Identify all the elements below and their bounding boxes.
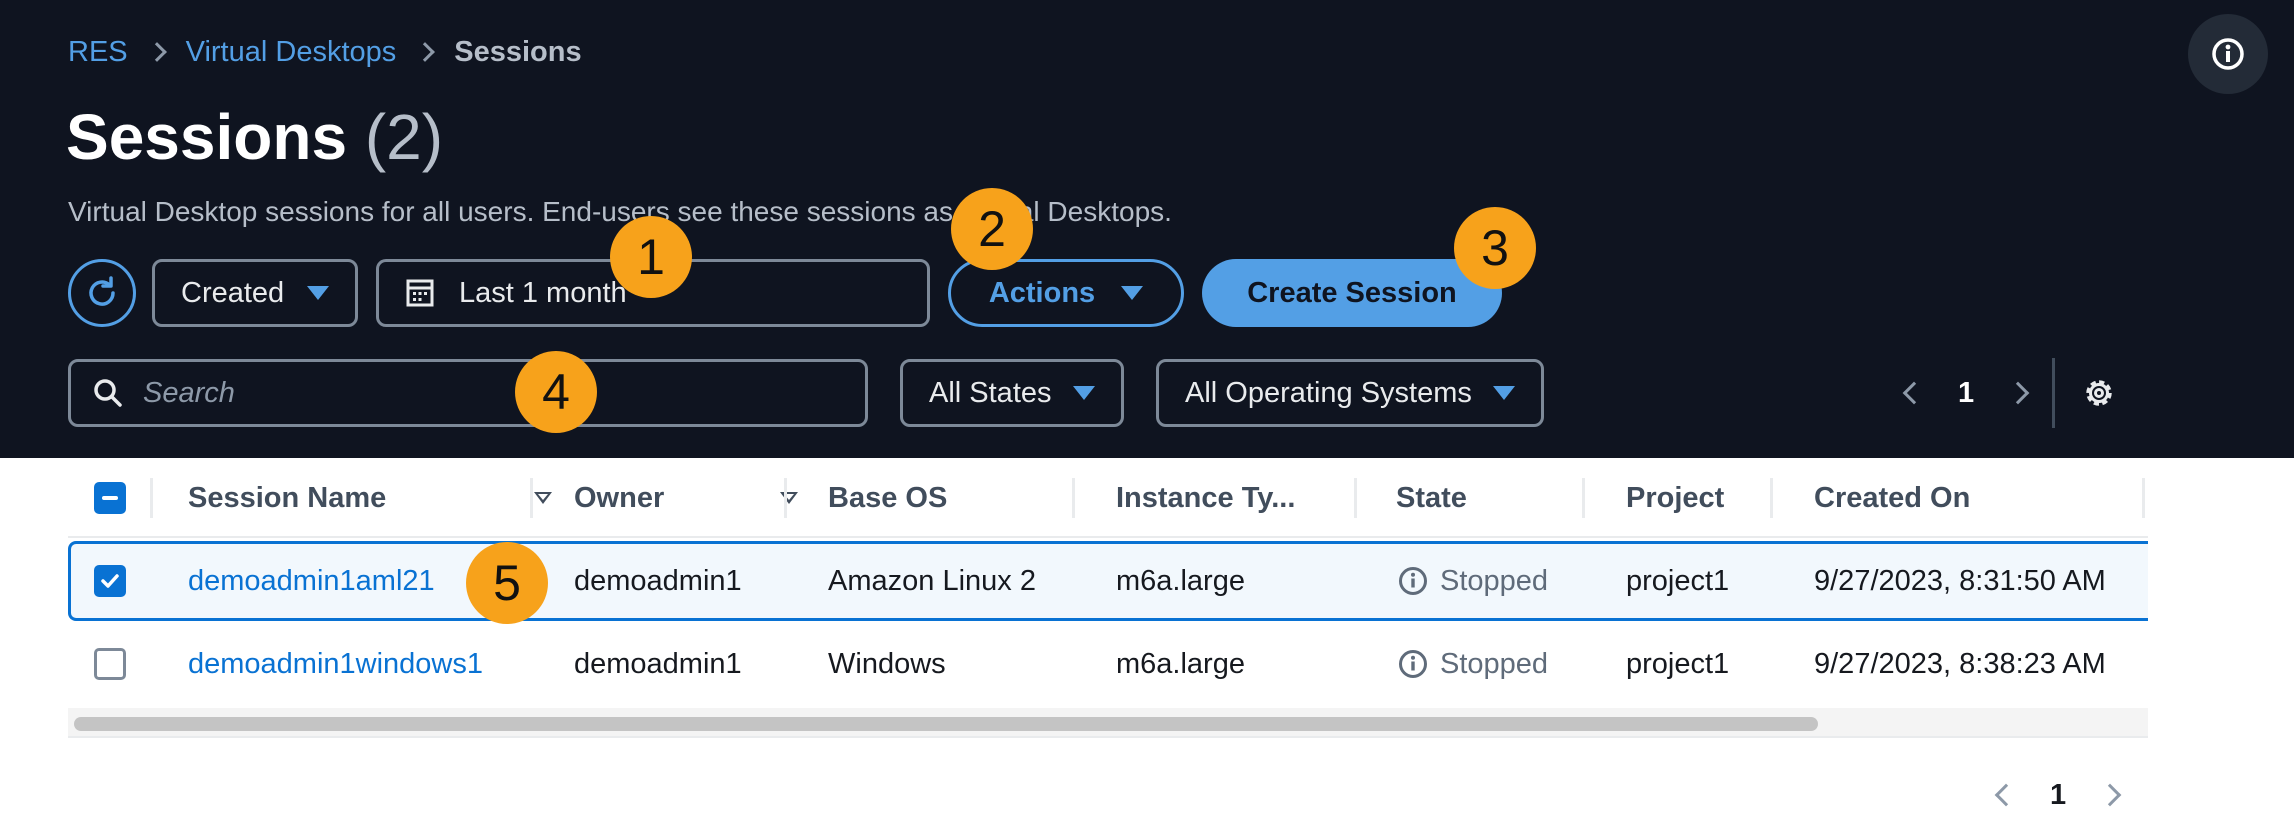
session-count: (2) bbox=[364, 101, 444, 173]
header-state[interactable]: State bbox=[1396, 481, 1467, 514]
header-owner-label: Owner bbox=[574, 481, 665, 514]
project-cell: project1 bbox=[1626, 564, 1730, 597]
row-checkbox[interactable] bbox=[94, 565, 126, 597]
pagination-divider bbox=[2052, 358, 2056, 428]
column-separator bbox=[1354, 478, 1357, 518]
callout-badge-5: 5 bbox=[466, 542, 548, 624]
column-separator bbox=[1072, 478, 1075, 518]
actions-dropdown-button[interactable]: Actions bbox=[948, 259, 1184, 327]
sort-caret-icon[interactable] bbox=[534, 492, 552, 504]
page-title-text: Sessions bbox=[66, 101, 348, 173]
chevron-right-icon bbox=[415, 42, 436, 62]
owner-cell: demoadmin1 bbox=[574, 564, 742, 597]
session-name-link[interactable]: demoadmin1aml21 bbox=[188, 564, 435, 597]
chevron-right-icon bbox=[146, 42, 167, 62]
checkbox-indeterminate-mark bbox=[102, 496, 118, 500]
os-filter-value: All Operating Systems bbox=[1185, 376, 1472, 409]
column-separator bbox=[784, 478, 787, 518]
row-checkbox[interactable] bbox=[94, 648, 126, 680]
sort-by-value: Created bbox=[181, 276, 285, 309]
state-label: Stopped bbox=[1440, 647, 1549, 680]
search-input[interactable]: Search bbox=[68, 359, 868, 427]
bottom-pagination: 1 bbox=[1994, 762, 2122, 828]
instance-type-cell: m6a.large bbox=[1116, 647, 1245, 680]
chevron-left-icon[interactable] bbox=[1994, 783, 2018, 807]
callout-badge-1: 1 bbox=[610, 216, 692, 298]
chevron-right-icon[interactable] bbox=[2098, 783, 2122, 807]
created-on-cell: 9/27/2023, 8:31:50 AM bbox=[1814, 564, 2106, 597]
column-separator bbox=[2142, 478, 2145, 518]
state-filter-select[interactable]: All States bbox=[900, 359, 1124, 427]
row-divider bbox=[68, 536, 2148, 538]
caret-down-icon bbox=[1493, 386, 1515, 400]
checkmark-icon bbox=[101, 574, 119, 588]
state-cell: Stopped bbox=[1398, 624, 1548, 704]
state-label: Stopped bbox=[1440, 564, 1549, 597]
project-cell: project1 bbox=[1626, 647, 1730, 680]
breadcrumb: RES Virtual Desktops Sessions bbox=[68, 32, 582, 72]
session-name-link[interactable]: demoadmin1windows1 bbox=[188, 647, 483, 680]
settings-gear-icon[interactable] bbox=[2081, 375, 2117, 411]
chevron-right-icon[interactable] bbox=[2006, 381, 2030, 405]
page-number[interactable]: 1 bbox=[2050, 778, 2067, 811]
status-info-icon bbox=[1399, 567, 1427, 595]
header-project[interactable]: Project bbox=[1626, 481, 1725, 514]
state-filter-value: All States bbox=[929, 376, 1052, 409]
header-session-name[interactable]: Session Name bbox=[188, 460, 580, 536]
actions-label: Actions bbox=[988, 276, 1096, 309]
info-icon bbox=[2212, 38, 2244, 70]
header-created-on[interactable]: Created On bbox=[1814, 481, 1971, 514]
date-range-value: Last 1 month bbox=[459, 276, 627, 309]
chevron-left-icon[interactable] bbox=[1902, 381, 1926, 405]
column-separator bbox=[150, 478, 153, 518]
column-separator bbox=[1770, 478, 1773, 518]
header-owner[interactable]: Owner bbox=[574, 460, 826, 536]
refresh-icon bbox=[89, 276, 115, 306]
horizontal-scrollbar[interactable] bbox=[68, 708, 2148, 738]
created-on-cell: 9/27/2023, 8:38:23 AM bbox=[1814, 647, 2106, 680]
sort-caret-icon[interactable] bbox=[780, 492, 798, 504]
select-all-checkbox[interactable] bbox=[94, 482, 126, 514]
state-cell: Stopped bbox=[1398, 541, 1548, 621]
column-separator bbox=[1582, 478, 1585, 518]
caret-down-icon bbox=[307, 286, 329, 300]
header-session-name-label: Session Name bbox=[188, 481, 387, 514]
sort-by-select[interactable]: Created bbox=[152, 259, 358, 327]
callout-badge-3: 3 bbox=[1454, 207, 1536, 289]
table-header-row: Session Name Owner Base OS Instance Ty..… bbox=[68, 460, 2148, 536]
page-header: RES Virtual Desktops Sessions Sessions (… bbox=[0, 0, 2294, 458]
table-row[interactable]: demoadmin1windows1 demoadmin1 Windows m6… bbox=[68, 624, 2148, 704]
caret-down-icon bbox=[1073, 386, 1095, 400]
refresh-button[interactable] bbox=[68, 259, 136, 327]
info-button[interactable] bbox=[2188, 14, 2268, 94]
table-row[interactable]: demoadmin1aml21 demoadmin1 Amazon Linux … bbox=[68, 541, 2148, 621]
breadcrumb-virtual-desktops-link[interactable]: Virtual Desktops bbox=[185, 35, 397, 68]
create-session-button[interactable]: Create Session bbox=[1202, 259, 1502, 327]
page-number[interactable]: 1 bbox=[1958, 376, 1975, 409]
header-base-os[interactable]: Base OS bbox=[828, 481, 948, 514]
callout-badge-2: 2 bbox=[951, 188, 1033, 270]
base-os-cell: Windows bbox=[828, 647, 946, 680]
owner-cell: demoadmin1 bbox=[574, 647, 742, 680]
breadcrumb-current: Sessions bbox=[454, 35, 582, 68]
search-placeholder: Search bbox=[143, 376, 235, 409]
status-info-icon bbox=[1399, 650, 1427, 678]
calendar-icon bbox=[406, 279, 434, 307]
header-instance-type[interactable]: Instance Ty... bbox=[1116, 481, 1296, 514]
column-separator bbox=[530, 478, 533, 518]
search-icon bbox=[94, 379, 122, 407]
top-pagination: 1 bbox=[1902, 358, 2117, 428]
scrollbar-thumb[interactable] bbox=[74, 717, 1818, 731]
os-filter-select[interactable]: All Operating Systems bbox=[1156, 359, 1544, 427]
base-os-cell: Amazon Linux 2 bbox=[828, 564, 1036, 597]
caret-down-icon bbox=[1121, 286, 1144, 300]
page-title: Sessions (2) bbox=[66, 100, 443, 174]
instance-type-cell: m6a.large bbox=[1116, 564, 1245, 597]
breadcrumb-res-link[interactable]: RES bbox=[68, 35, 128, 68]
callout-badge-4: 4 bbox=[515, 351, 597, 433]
